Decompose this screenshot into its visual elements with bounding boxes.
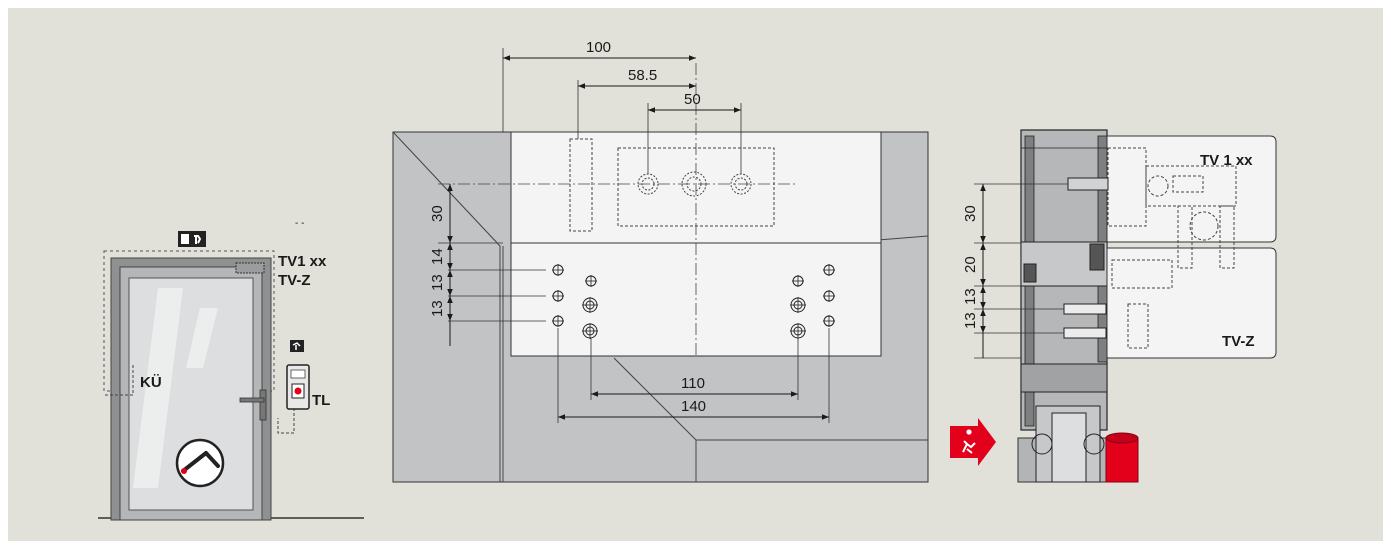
door-view: KÜ TL TV1 xx TV-Z - -	[98, 218, 364, 521]
emergency-button-tl	[286, 364, 310, 410]
dim-110: 110	[681, 375, 705, 392]
dim-13-a: 13	[429, 274, 446, 291]
tvz-plate	[1106, 247, 1277, 359]
door-handle	[239, 397, 265, 403]
section-label-tv1xx: TV 1 xx	[1200, 152, 1253, 169]
technical-drawing: KÜ TL TV1 xx TV-Z - -	[98, 39, 1277, 521]
dim-140: 140	[681, 398, 706, 415]
section-dim-13-a: 13	[962, 288, 979, 305]
dim-13-b: 13	[429, 300, 446, 317]
door-handle-plate	[259, 389, 267, 421]
section-dim-30: 30	[962, 205, 979, 222]
section-dim-13-b: 13	[962, 312, 979, 329]
door-closer-symbol-icon	[175, 438, 225, 488]
dim-50: 50	[684, 91, 701, 108]
glass-reflection	[133, 288, 183, 488]
red-floor-stop	[1105, 437, 1139, 483]
section-label-tvz: TV-Z	[1222, 333, 1255, 350]
section-dim-20: 20	[962, 256, 979, 273]
running-man-exit-icon	[950, 418, 996, 466]
tv1-plate	[1106, 135, 1277, 243]
diagram-stage: KÜ TL TV1 xx TV-Z - -	[8, 8, 1383, 541]
door-closer	[235, 262, 265, 274]
label-ku: KÜ	[140, 374, 162, 391]
sign-zone-outline	[103, 250, 275, 392]
front-view: 100 58.5 50 30 14 13 13 110 140	[392, 39, 929, 483]
section-view: 30 20 13 13 TV 1 xx TV-Z	[950, 129, 1277, 483]
svg-text:- -: - -	[295, 218, 304, 229]
label-tl: TL	[312, 392, 330, 409]
dim-58-5: 58.5	[628, 67, 657, 84]
dim-14: 14	[429, 248, 446, 265]
emergency-exit-sign-icon	[178, 231, 206, 247]
exit-sign-icon	[290, 340, 304, 352]
label-tv1xx: TV1 xx	[278, 253, 327, 270]
dim-30: 30	[429, 205, 446, 222]
label-tvz: TV-Z	[278, 272, 311, 289]
dim-100: 100	[586, 39, 611, 56]
